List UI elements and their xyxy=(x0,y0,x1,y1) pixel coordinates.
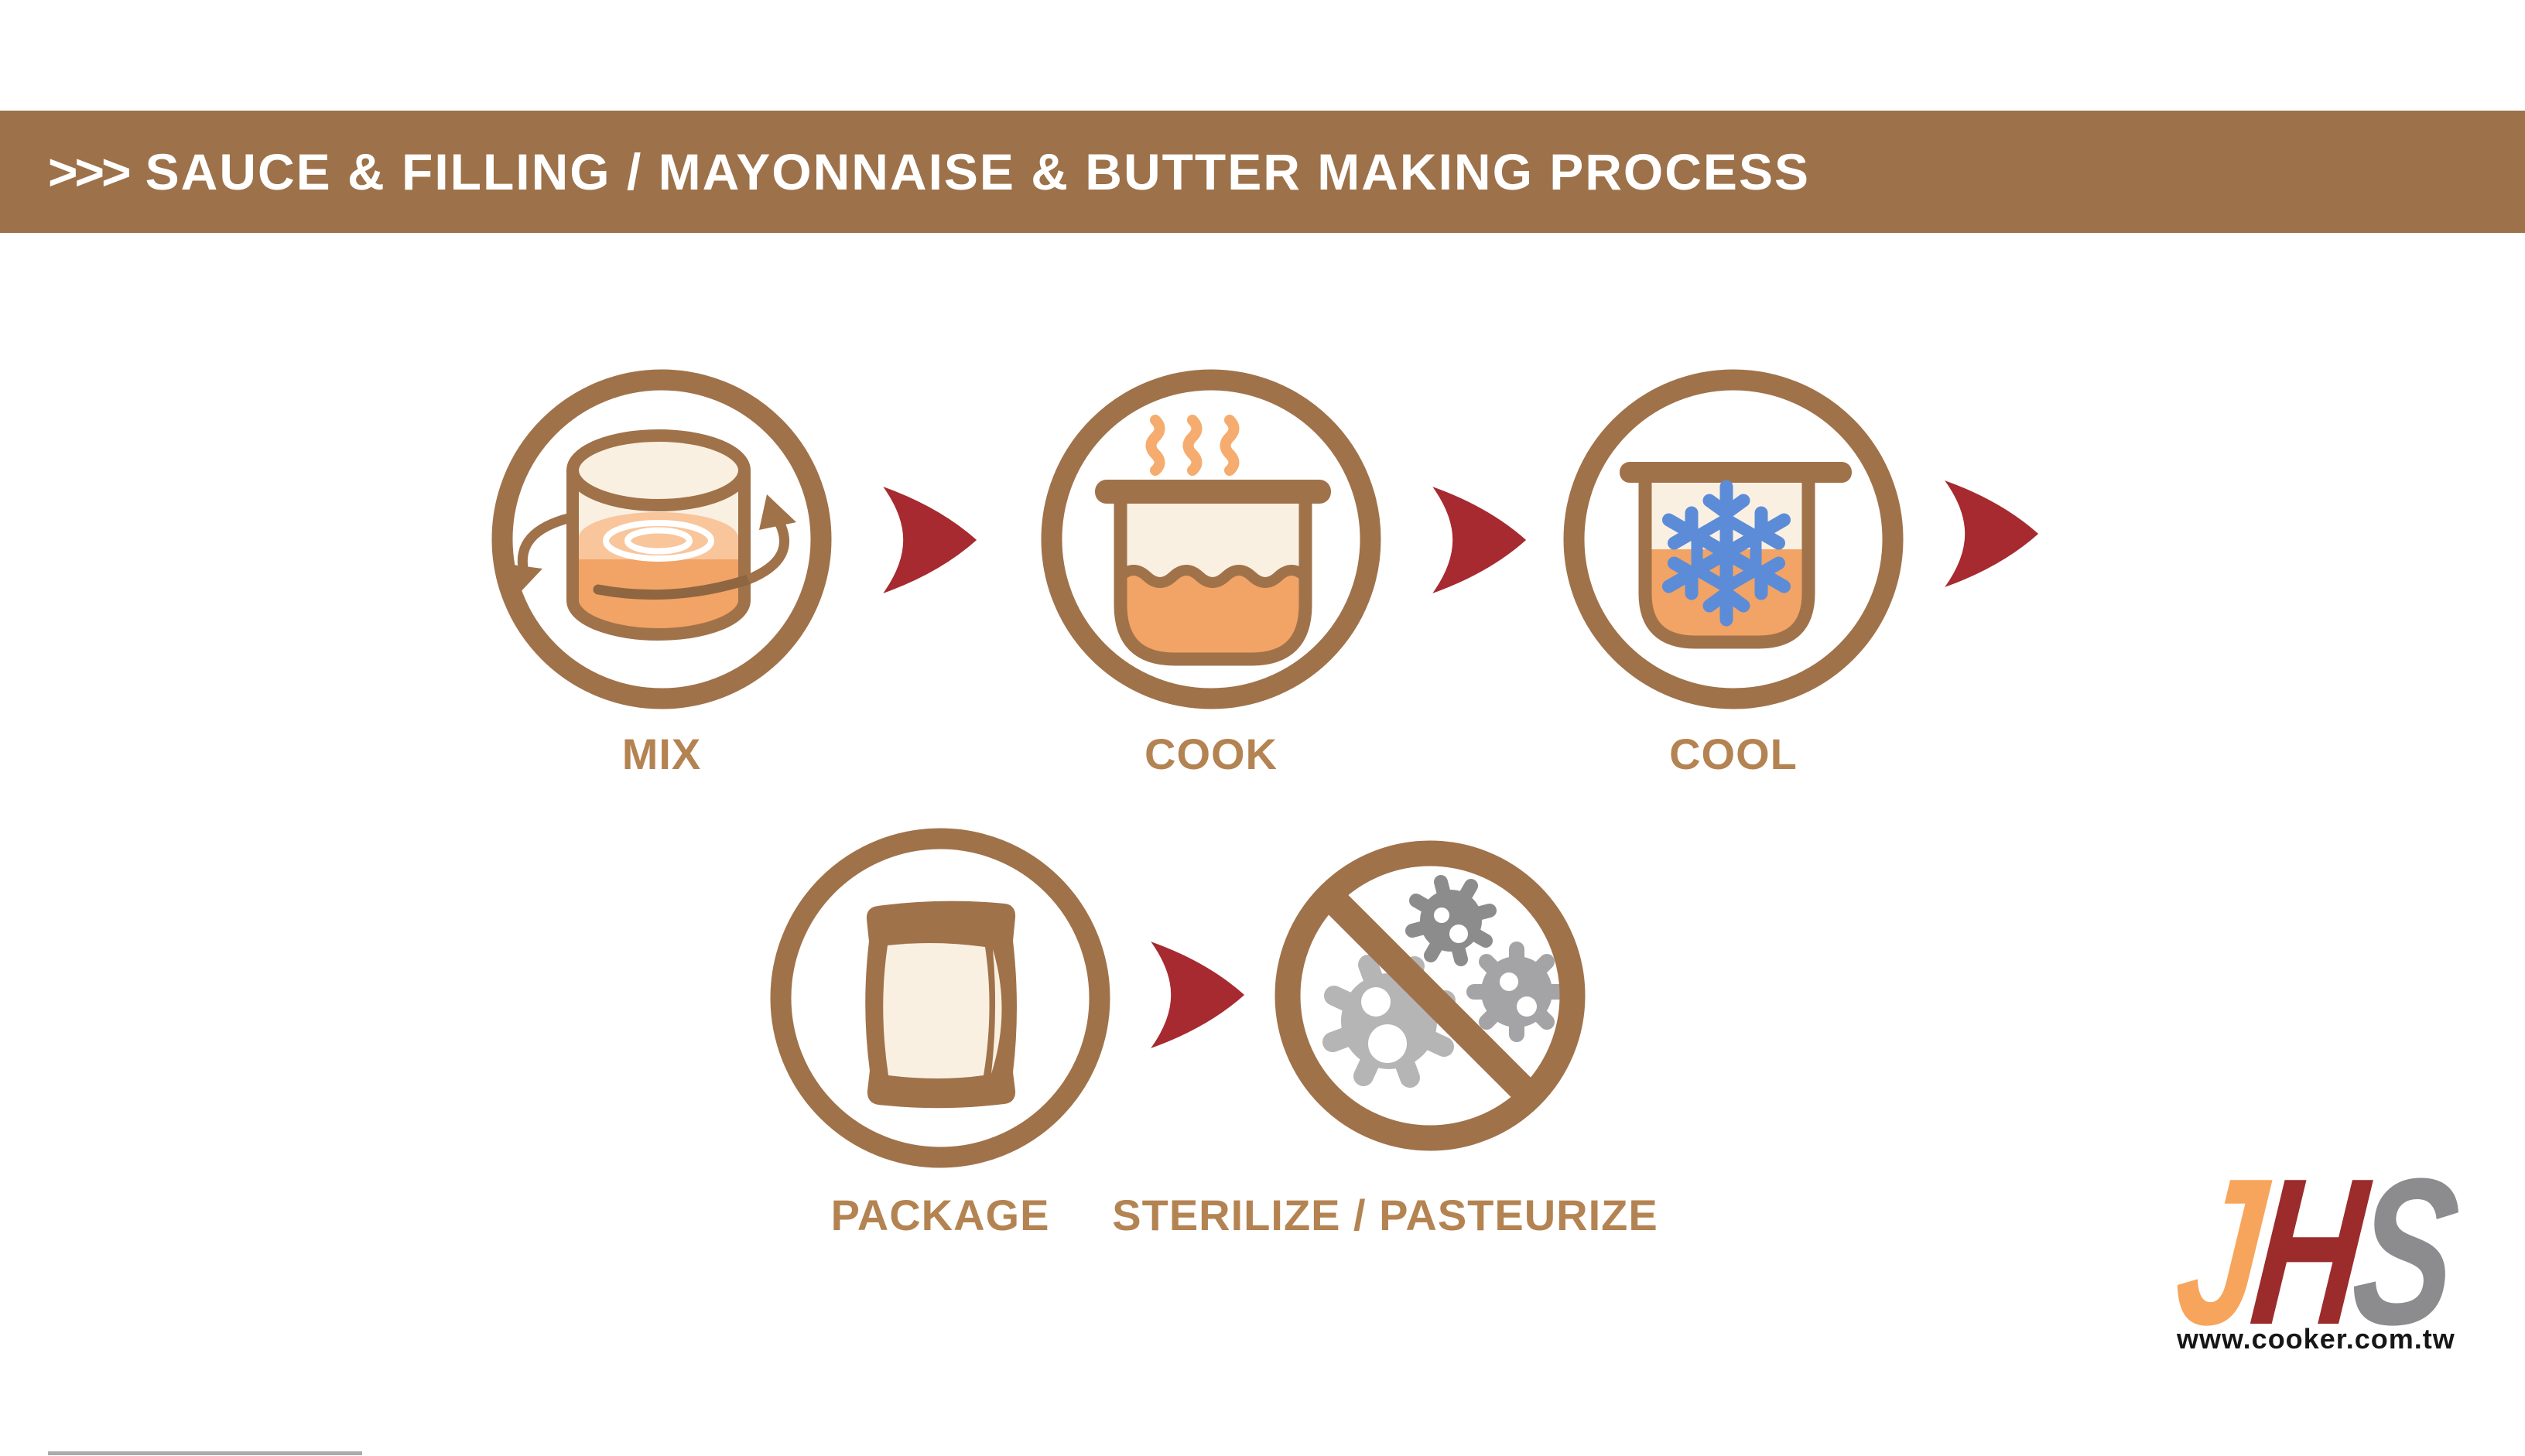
footer-divider-line xyxy=(48,1451,362,1455)
package-bag-icon xyxy=(770,828,1110,1168)
step-label-package: PACKAGE xyxy=(830,1191,1050,1239)
step-label-cool: COOL xyxy=(1669,730,1798,778)
flow-arrow-icon xyxy=(883,487,977,593)
snowflake-pot-icon xyxy=(1563,369,1904,709)
steam-icon xyxy=(1145,415,1240,476)
step-label-cook: COOK xyxy=(1144,730,1278,778)
snowflake-icon xyxy=(1662,480,1791,627)
chevrons-icon: >>> xyxy=(48,143,132,200)
step-label-sterilize: STERILIZE / PASTEURIZE xyxy=(1112,1191,1658,1239)
no-germs-icon xyxy=(1274,840,1586,1151)
header-bar: >>>SAUCE & FILLING / MAYONNAISE & BUTTER… xyxy=(0,111,2525,233)
flow-arrow-icon xyxy=(1945,480,2039,587)
steaming-pot-icon xyxy=(1041,369,1381,709)
prohibition-circle-icon xyxy=(1274,840,1586,1151)
flow-arrow-icon xyxy=(1432,487,1527,593)
step-label-mix: MIX xyxy=(621,730,702,778)
website-url: www.cooker.com.tw xyxy=(2177,1323,2455,1355)
mixing-container-icon xyxy=(491,369,832,709)
flow-arrow-icon xyxy=(1151,942,1245,1048)
prohibition-slash-icon xyxy=(1326,893,1534,1100)
page-title-text: SAUCE & FILLING / MAYONNAISE & BUTTER MA… xyxy=(145,143,1810,200)
page-title: >>>SAUCE & FILLING / MAYONNAISE & BUTTER… xyxy=(48,111,1810,233)
